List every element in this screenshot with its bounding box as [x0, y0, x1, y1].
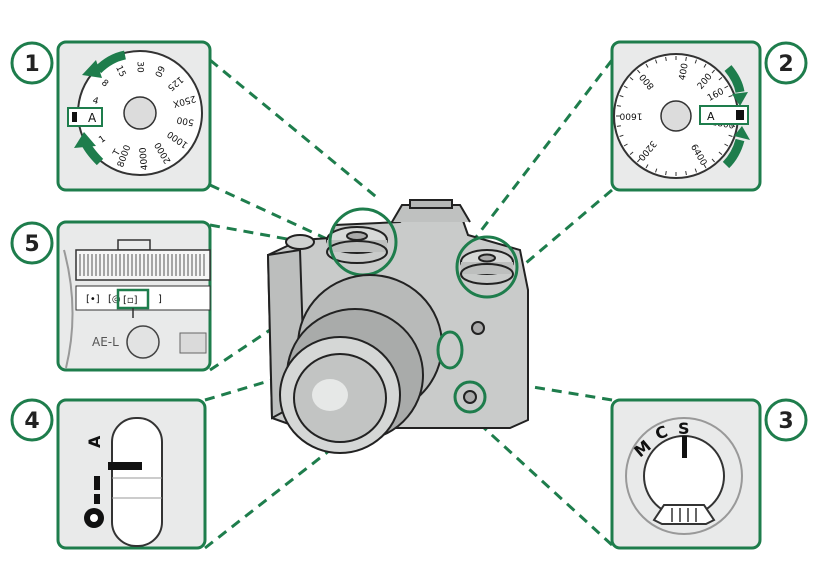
leader-line-3b: [468, 413, 614, 547]
shutter-speed-label: 15: [113, 64, 127, 79]
iso-dial-tick: [711, 69, 715, 74]
iso-dial-tick: [655, 59, 658, 64]
iso-dial-tick: [685, 56, 687, 61]
iso-dial-tick: [724, 85, 729, 89]
metering-multi-icon: [•]: [86, 294, 100, 305]
iso-dial-tick: [645, 164, 649, 169]
iso-dial-tick: [685, 171, 687, 176]
iso-dial-tick: [616, 105, 621, 107]
lever-icon: [179, 332, 207, 354]
ae-l-button: [126, 325, 160, 359]
focus-mode-s: S: [678, 419, 690, 438]
arrow-head-icon: [74, 132, 96, 148]
iso-dial-tick: [694, 168, 697, 173]
iso-dial-tick: [619, 95, 624, 98]
panel-shutter-dial: T1248153060125250X5001000200040008000 A: [56, 40, 212, 192]
callout-number: 4: [24, 409, 39, 434]
iso-value-label: 1600: [619, 111, 642, 121]
callout-number: 1: [24, 52, 39, 77]
iso-index-mark: [736, 110, 744, 120]
shutter-speed-label: 30: [135, 61, 145, 73]
iso-dial-tick: [623, 85, 628, 89]
iso-dial-button: [660, 100, 692, 132]
iso-dial-tick: [711, 158, 715, 163]
callout-4: 4: [10, 398, 54, 442]
shutter-speed-label: T: [111, 148, 123, 159]
callout-1: 1: [10, 41, 54, 85]
hot-shoe: [409, 199, 453, 209]
arrow-head-icon: [82, 60, 102, 78]
shutter-dial-button: [123, 96, 157, 130]
iso-dial-tick: [619, 134, 624, 137]
camera: [266, 199, 529, 454]
leader-line-1a: [209, 58, 381, 202]
callout-5: 5: [10, 221, 54, 265]
metering-center-icon: [◎: [108, 294, 121, 305]
aperture-switch-body: [111, 417, 163, 547]
metering-spot-icon: ]: [158, 294, 162, 305]
iso-dial-tick: [728, 95, 733, 98]
leader-line-2a: [468, 59, 614, 246]
camera-front-button: [471, 321, 485, 335]
shutter-speed-label: 4: [91, 96, 99, 107]
aperture-mode-label: A: [85, 435, 104, 448]
shutter-speed-label: 8: [99, 78, 110, 90]
rotate-arrow-icon: [722, 138, 745, 169]
rotate-arrow-icon: [94, 50, 127, 74]
ae-l-label: AE-L: [92, 335, 119, 349]
iso-dial-tick: [731, 125, 736, 127]
focus-lever: [652, 504, 716, 525]
iso-dial-tick: [724, 143, 729, 147]
callout-2: 2: [764, 41, 808, 85]
shutter-speed-label: 500: [176, 114, 195, 127]
iso-dial-tick: [616, 125, 621, 127]
iso-dial-tick: [637, 158, 641, 163]
iso-dial-tick: [637, 69, 641, 74]
shutter-speed-label: 1: [97, 134, 107, 145]
iso-dial-tick: [703, 164, 707, 169]
panel-aperture-switch: A: [56, 398, 207, 550]
shutter-index-mark: [72, 112, 77, 122]
callout-number: 5: [24, 232, 39, 257]
shutter-mode-label: A: [88, 111, 97, 125]
callout-3: 3: [764, 398, 808, 442]
callout-number: 3: [778, 409, 793, 434]
iso-dial-tick: [655, 168, 658, 173]
panel-focus-selector: M C S: [610, 398, 762, 550]
arrow-head-icon: [732, 92, 748, 106]
highlight-iso-dial: [455, 235, 519, 299]
lens-reflection: [312, 379, 348, 411]
iso-dial-tick: [665, 56, 667, 61]
leader-line-1b: [209, 183, 341, 247]
iso-dial-tick: [645, 63, 649, 68]
iso-dial-tick: [703, 63, 707, 68]
iso-dial-tick: [718, 77, 723, 81]
aperture-tick-mark: [94, 476, 100, 490]
callout-number: 2: [778, 52, 793, 77]
iso-dial-tick: [665, 171, 667, 176]
iso-dial-tick: [629, 151, 634, 155]
shutter-speed-label: 4000: [138, 147, 150, 171]
metering-average-icon: [▫]: [123, 295, 138, 306]
aperture-switch-indicator: [108, 462, 142, 470]
panel-metering: [•] [◎ [▫] ] AE-L: [56, 220, 212, 372]
iso-dial-tick: [623, 143, 628, 147]
iso-dial-tick: [718, 151, 723, 155]
arrow-head-icon: [734, 126, 750, 140]
highlight-aperture-switch: [436, 330, 464, 370]
rotate-arrow-icon: [724, 65, 745, 93]
camera-left-dial: [285, 234, 315, 250]
iso-dial-tick: [694, 59, 697, 64]
aperture-tick-mark: [94, 494, 100, 504]
iso-dial-tick: [629, 77, 634, 81]
iso-dial-tick: [728, 134, 733, 137]
focus-indicator: [682, 436, 687, 458]
iso-mode-label: A: [707, 110, 715, 123]
shutter-speed-label: 60: [152, 64, 166, 79]
panel-iso-dial: 20016040080016003200640012800 A: [610, 40, 762, 192]
iso-value-label: 400: [678, 62, 691, 81]
